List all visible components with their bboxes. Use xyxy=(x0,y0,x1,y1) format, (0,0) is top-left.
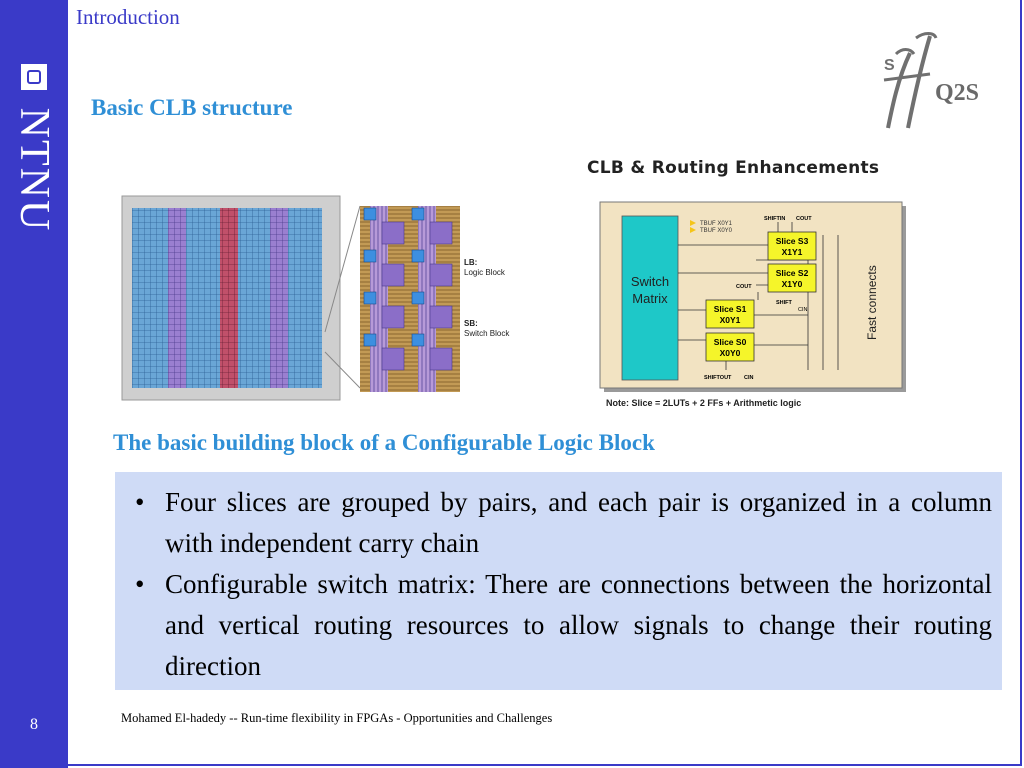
slice-s1-pos: X0Y1 xyxy=(720,315,741,325)
slice-s0-name: Slice S0 xyxy=(714,337,747,347)
cout-mid-label: COUT xyxy=(736,284,752,290)
slice-s2-pos: X1Y0 xyxy=(782,279,803,289)
section-label: Introduction xyxy=(76,5,180,29)
slice-s2-name: Slice S2 xyxy=(776,268,809,278)
q2s-logo-icon: S xyxy=(883,32,938,129)
shiftin-label: SHIFTIN xyxy=(764,216,785,222)
clb-figure-title: CLB & Routing Enhancements xyxy=(587,158,880,178)
sb-label: SB: xyxy=(464,319,478,328)
slide-title: Basic CLB structure xyxy=(91,95,293,120)
shift-label: SHIFT xyxy=(776,300,793,306)
switch-matrix-line2: Matrix xyxy=(632,291,668,306)
switch-matrix-line1: Switch xyxy=(631,274,669,289)
clb-routing-diagram: Switch Matrix TBUF X0Y1 TBUF X0Y0 Slice … xyxy=(599,201,906,408)
slice-s3-pos: X1Y1 xyxy=(782,247,803,257)
cin-bottom-label: CIN xyxy=(744,375,754,381)
slice-note: Note: Slice = 2LUTs + 2 FFs + Arithmetic… xyxy=(606,398,801,408)
footer-text: Mohamed El-hadedy -- Run-time flexibilit… xyxy=(121,711,553,725)
slice-s1-name: Slice S1 xyxy=(714,304,747,314)
slice-s3-name: Slice S3 xyxy=(776,236,809,246)
slice-s0-pos: X0Y0 xyxy=(720,348,741,358)
page-number: 8 xyxy=(30,716,38,733)
lb-desc: Logic Block xyxy=(464,268,506,277)
sidebar: NTNU 8 xyxy=(0,0,68,768)
sb-desc: Switch Block xyxy=(464,329,510,338)
bullet-item: Four slices are grouped by pairs, and ea… xyxy=(135,482,992,564)
shiftout-label: SHIFTOUT xyxy=(704,375,732,381)
figure-caption: The basic building block of a Configurab… xyxy=(113,430,655,455)
tbuf1-label: TBUF X0Y1 xyxy=(700,221,733,227)
bullet-item: Configurable switch matrix: There are co… xyxy=(135,564,992,687)
svg-text:S: S xyxy=(884,57,895,74)
bullet-list: Four slices are grouped by pairs, and ea… xyxy=(135,482,992,687)
ntnu-wordmark: NTNU xyxy=(11,107,57,233)
lb-label: LB: xyxy=(464,258,477,267)
ntnu-logo-icon xyxy=(21,64,47,90)
bullet-list-box: Four slices are grouped by pairs, and ea… xyxy=(115,472,1002,690)
tbuf2-label: TBUF X0Y0 xyxy=(700,228,733,234)
fast-connects-label: Fast connects xyxy=(865,265,879,340)
cin-mid-label: CIN xyxy=(798,307,808,313)
cout-top-label: COUT xyxy=(796,216,812,222)
q2s-logo-text: Q2S xyxy=(935,80,980,106)
fpga-layout-figure: LB: Logic Block SB: Switch Block xyxy=(121,195,510,401)
